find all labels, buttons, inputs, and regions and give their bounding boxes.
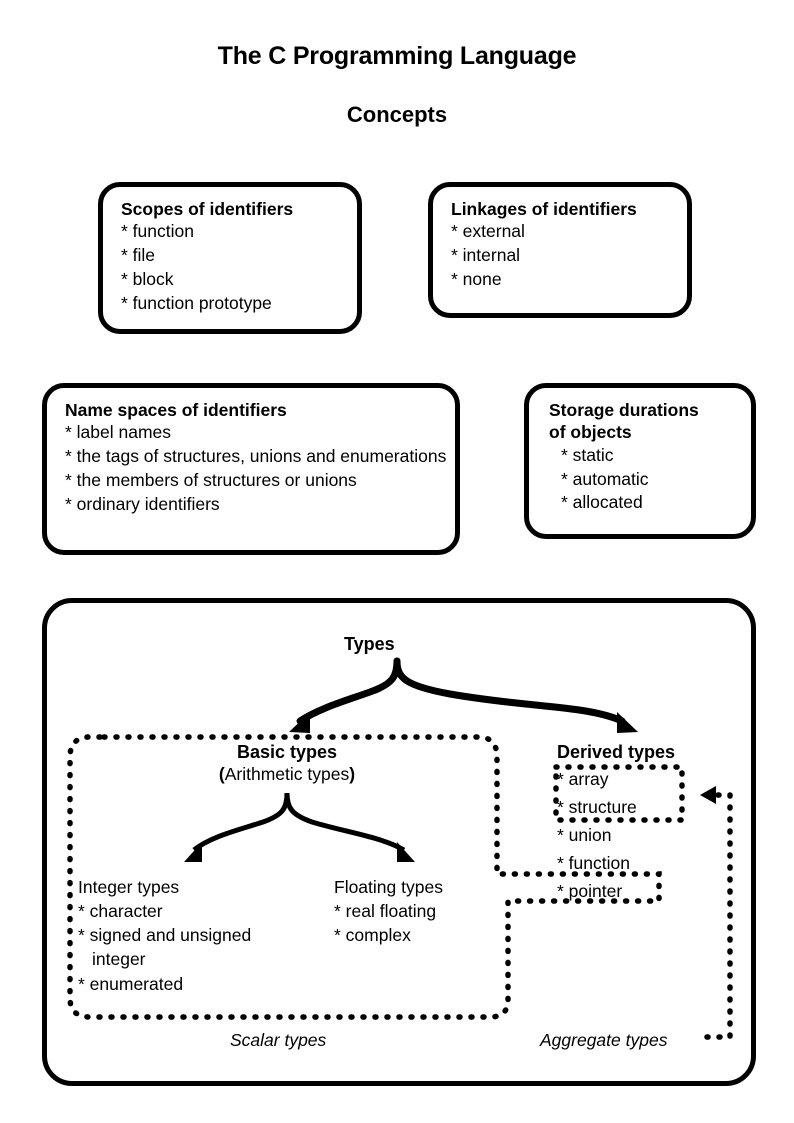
- box-storage-heading-line1: Storage durations: [549, 400, 699, 420]
- box-namespaces-heading: Name spaces of identifiers: [65, 400, 287, 420]
- list-item: * none: [451, 268, 502, 289]
- list-item: * character: [78, 901, 163, 922]
- box-storage-content: Storage durations of objects * static * …: [549, 399, 745, 515]
- scalar-types-label: Scalar types: [230, 1030, 327, 1050]
- integer-types-heading: Integer types: [78, 877, 180, 897]
- derived-types-title: Derived types: [557, 742, 676, 762]
- box-linkages-of-identifiers: Linkages of identifiers * external * int…: [428, 182, 692, 318]
- list-item: * pointer: [557, 881, 623, 901]
- box-name-spaces-of-identifiers: Name spaces of identifiers * label names…: [42, 383, 460, 555]
- box-scopes-content: Scopes of identifiers * function * file …: [121, 198, 351, 316]
- list-item: * complex: [334, 925, 411, 946]
- box-storage-list: * static * automatic * allocated: [549, 444, 745, 515]
- list-item: * internal: [451, 245, 521, 266]
- page-subtitle: Concepts: [346, 102, 448, 127]
- box-scopes-list: * function * file * block * function pro…: [121, 220, 351, 315]
- arithmetic-types-label: Arithmetic types: [224, 764, 350, 784]
- box-scopes-of-identifiers: Scopes of identifiers * function * file …: [98, 182, 362, 334]
- box-storage-durations-of-objects: Storage durations of objects * static * …: [524, 383, 756, 539]
- list-item: * file: [121, 245, 156, 266]
- list-item: * real floating: [334, 901, 437, 922]
- list-item: * allocated: [561, 492, 643, 513]
- list-item: * function: [557, 853, 630, 873]
- basic-types-subtitle: (Arithmetic types): [157, 764, 417, 785]
- box-namespaces-content: Name spaces of identifiers * label names…: [65, 399, 449, 517]
- list-item: * the tags of structures, unions and enu…: [65, 446, 447, 467]
- list-item: * enumerated: [78, 973, 184, 994]
- box-linkages-content: Linkages of identifiers * external * int…: [451, 198, 681, 292]
- box-namespaces-list: * label names * the tags of structures, …: [65, 421, 449, 516]
- derived-types-list: * array * structure * union * function *…: [557, 765, 697, 905]
- list-item: * union: [557, 825, 612, 845]
- basic-types-title: Basic types: [236, 742, 338, 762]
- floating-types-heading: Floating types: [334, 877, 443, 897]
- box-linkages-heading: Linkages of identifiers: [451, 199, 637, 219]
- list-item: * static: [561, 444, 614, 465]
- box-storage-heading-line2: of objects: [549, 422, 632, 443]
- paren-close: ): [349, 764, 356, 784]
- list-item: * block: [121, 268, 174, 289]
- list-item: * external: [451, 221, 525, 242]
- list-item: * array: [557, 769, 609, 789]
- box-scopes-heading: Scopes of identifiers: [121, 199, 294, 219]
- list-item: * signed and unsigned integer: [78, 925, 252, 970]
- list-item: * label names: [65, 422, 172, 443]
- list-item: * function prototype: [121, 292, 272, 313]
- list-item: * ordinary identifiers: [65, 493, 220, 514]
- list-item: * structure: [557, 797, 637, 817]
- floating-types-list: Floating types * real floating * complex: [334, 875, 514, 947]
- list-item: * the members of structures or unions: [65, 469, 357, 490]
- list-item: * automatic: [561, 468, 649, 489]
- page-title: The C Programming Language: [217, 42, 577, 70]
- types-root-label: Types: [344, 634, 395, 654]
- list-item: * function: [121, 221, 194, 242]
- integer-types-list: Integer types * character * signed and u…: [78, 875, 308, 996]
- box-linkages-list: * external * internal * none: [451, 220, 681, 291]
- aggregate-types-label: Aggregate types: [540, 1030, 668, 1050]
